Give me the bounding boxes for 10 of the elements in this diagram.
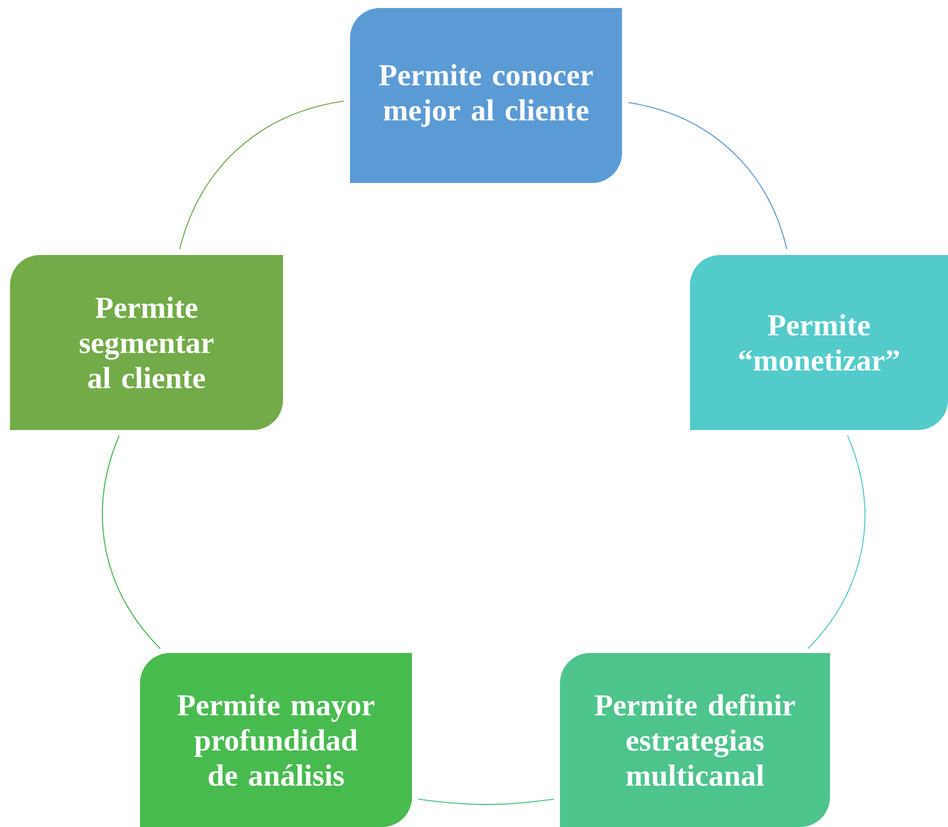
connector-arc [808,435,866,649]
connector-arc [628,102,788,250]
process-box: Permite “monetizar” [690,255,948,430]
process-box: Permite segmentar al cliente [10,255,283,430]
connector-arc [418,798,554,806]
process-box: Permite definir estrategias multicanal [560,653,830,827]
connector-arc [179,100,344,250]
process-box: Permite conocer mejor al cliente [350,8,622,183]
process-box: Permite mayor profundidad de análisis [140,653,412,827]
connector-arc [102,435,161,649]
